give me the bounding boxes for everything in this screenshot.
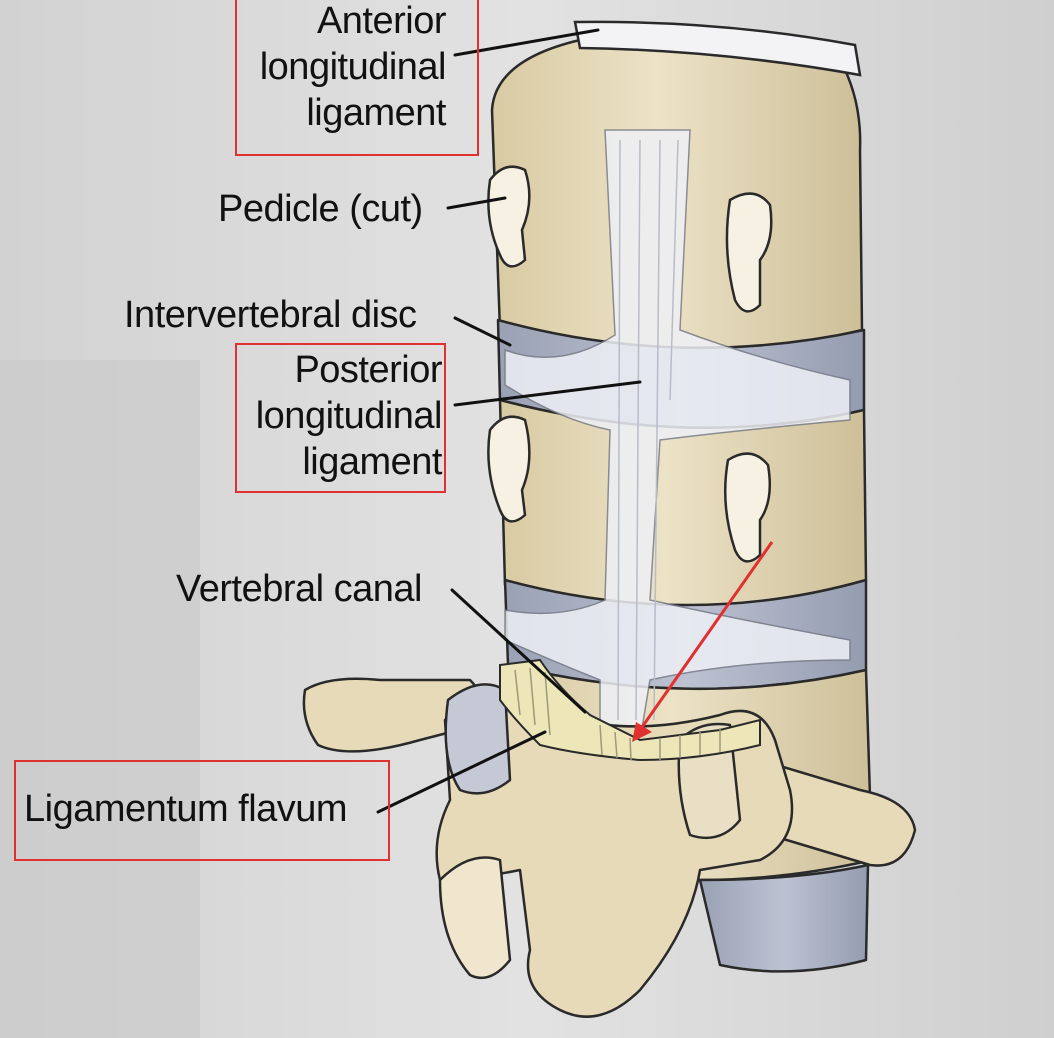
label-vertebral-canal: Vertebral canal [176,568,423,610]
label-line: longitudinal [259,46,447,88]
pedicle-middle-left [487,415,531,523]
leader-flavum [376,730,547,814]
inferior-articular-left [438,856,512,980]
posterior-ligament-band [504,129,851,741]
transverse-process-right [758,758,917,867]
articular-facet-left [444,683,512,795]
vertebral-arch [302,677,917,1018]
pedicle-upper-left [487,165,531,268]
anterior-ligament-band [573,20,862,77]
leader-canal [450,588,587,714]
leader-posterior [453,380,642,407]
intervertebral-disc-bottom [698,863,870,973]
page-shadow-band [0,360,200,1038]
label-line: ligament [302,441,442,483]
label-pedicle: Pedicle (cut) [218,188,423,230]
leader-disc [453,316,512,347]
label-posterior-longitudinal-ligament: Posterior longitudinal ligament [238,347,443,485]
ligament-fibers [617,139,679,721]
label-line: ligament [306,92,446,134]
ligamentum-flavum-stripes [514,667,721,761]
highlight-box-anterior [235,0,479,156]
highlight-box-flavum [14,760,390,861]
label-anterior-longitudinal-ligament: Anterior longitudinal ligament [240,0,447,136]
pedicle-upper-right [725,192,773,313]
transverse-process-left [302,677,484,753]
label-line: Posterior [294,349,442,391]
label-line: longitudinal [255,395,443,437]
label-line: Anterior [316,0,447,42]
leader-pedicle [446,196,507,210]
annotation-arrow [632,541,774,742]
pedicles [487,165,773,563]
label-intervertebral-disc: Intervertebral disc [124,294,417,336]
label-ligamentum-flavum: Ligamentum flavum [24,788,348,830]
highlight-box-posterior [235,343,446,493]
pedicle-middle-right [724,452,771,563]
